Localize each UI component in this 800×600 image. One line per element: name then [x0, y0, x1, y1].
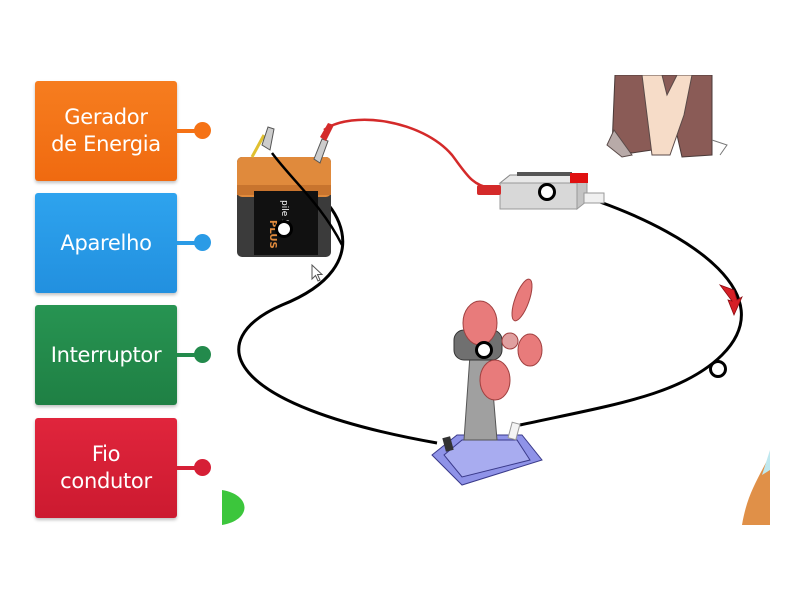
battery-drop-target[interactable]: [275, 220, 293, 238]
current-arrow-icon: [718, 284, 743, 317]
mouse-cursor-icon: [311, 264, 324, 282]
connector-line: [177, 466, 199, 470]
label-interruptor[interactable]: Interruptor: [35, 305, 177, 405]
connector-line: [177, 353, 199, 357]
label-text: Gerador de Energia: [51, 105, 161, 156]
connector-dot-gerador[interactable]: [194, 122, 211, 139]
fan-drop-target[interactable]: [475, 341, 493, 359]
wire-red: [323, 118, 491, 190]
label-text: Aparelho: [60, 230, 152, 255]
label-text: Fio condutor: [60, 442, 152, 493]
fan-image: [431, 278, 543, 486]
wire-right: [519, 200, 743, 427]
green-play-button-fragment: [222, 490, 245, 525]
connector-dot-interruptor[interactable]: [194, 346, 211, 363]
circuit-diagram: pile 5 V PLUS: [222, 75, 770, 525]
connector-line: [177, 129, 199, 133]
switch-drop-target[interactable]: [538, 183, 556, 201]
wire-left: [237, 168, 438, 445]
label-aparelho[interactable]: Aparelho: [35, 193, 177, 293]
label-gerador-de-energia[interactable]: Gerador de Energia: [35, 81, 177, 181]
battery-plus-text: PLUS: [267, 220, 278, 249]
connector-dot-aparelho[interactable]: [194, 234, 211, 251]
label-text: Interruptor: [50, 342, 162, 367]
battery-image: pile 5 V PLUS: [237, 123, 344, 257]
wire-drop-target[interactable]: [709, 360, 727, 378]
connector-line: [177, 241, 199, 245]
label-fio-condutor[interactable]: Fio condutor: [35, 418, 177, 518]
battery-brand-text: pile 5 V: [279, 200, 289, 235]
character-image-fragment: [606, 75, 728, 158]
connector-dot-fio[interactable]: [194, 459, 211, 476]
